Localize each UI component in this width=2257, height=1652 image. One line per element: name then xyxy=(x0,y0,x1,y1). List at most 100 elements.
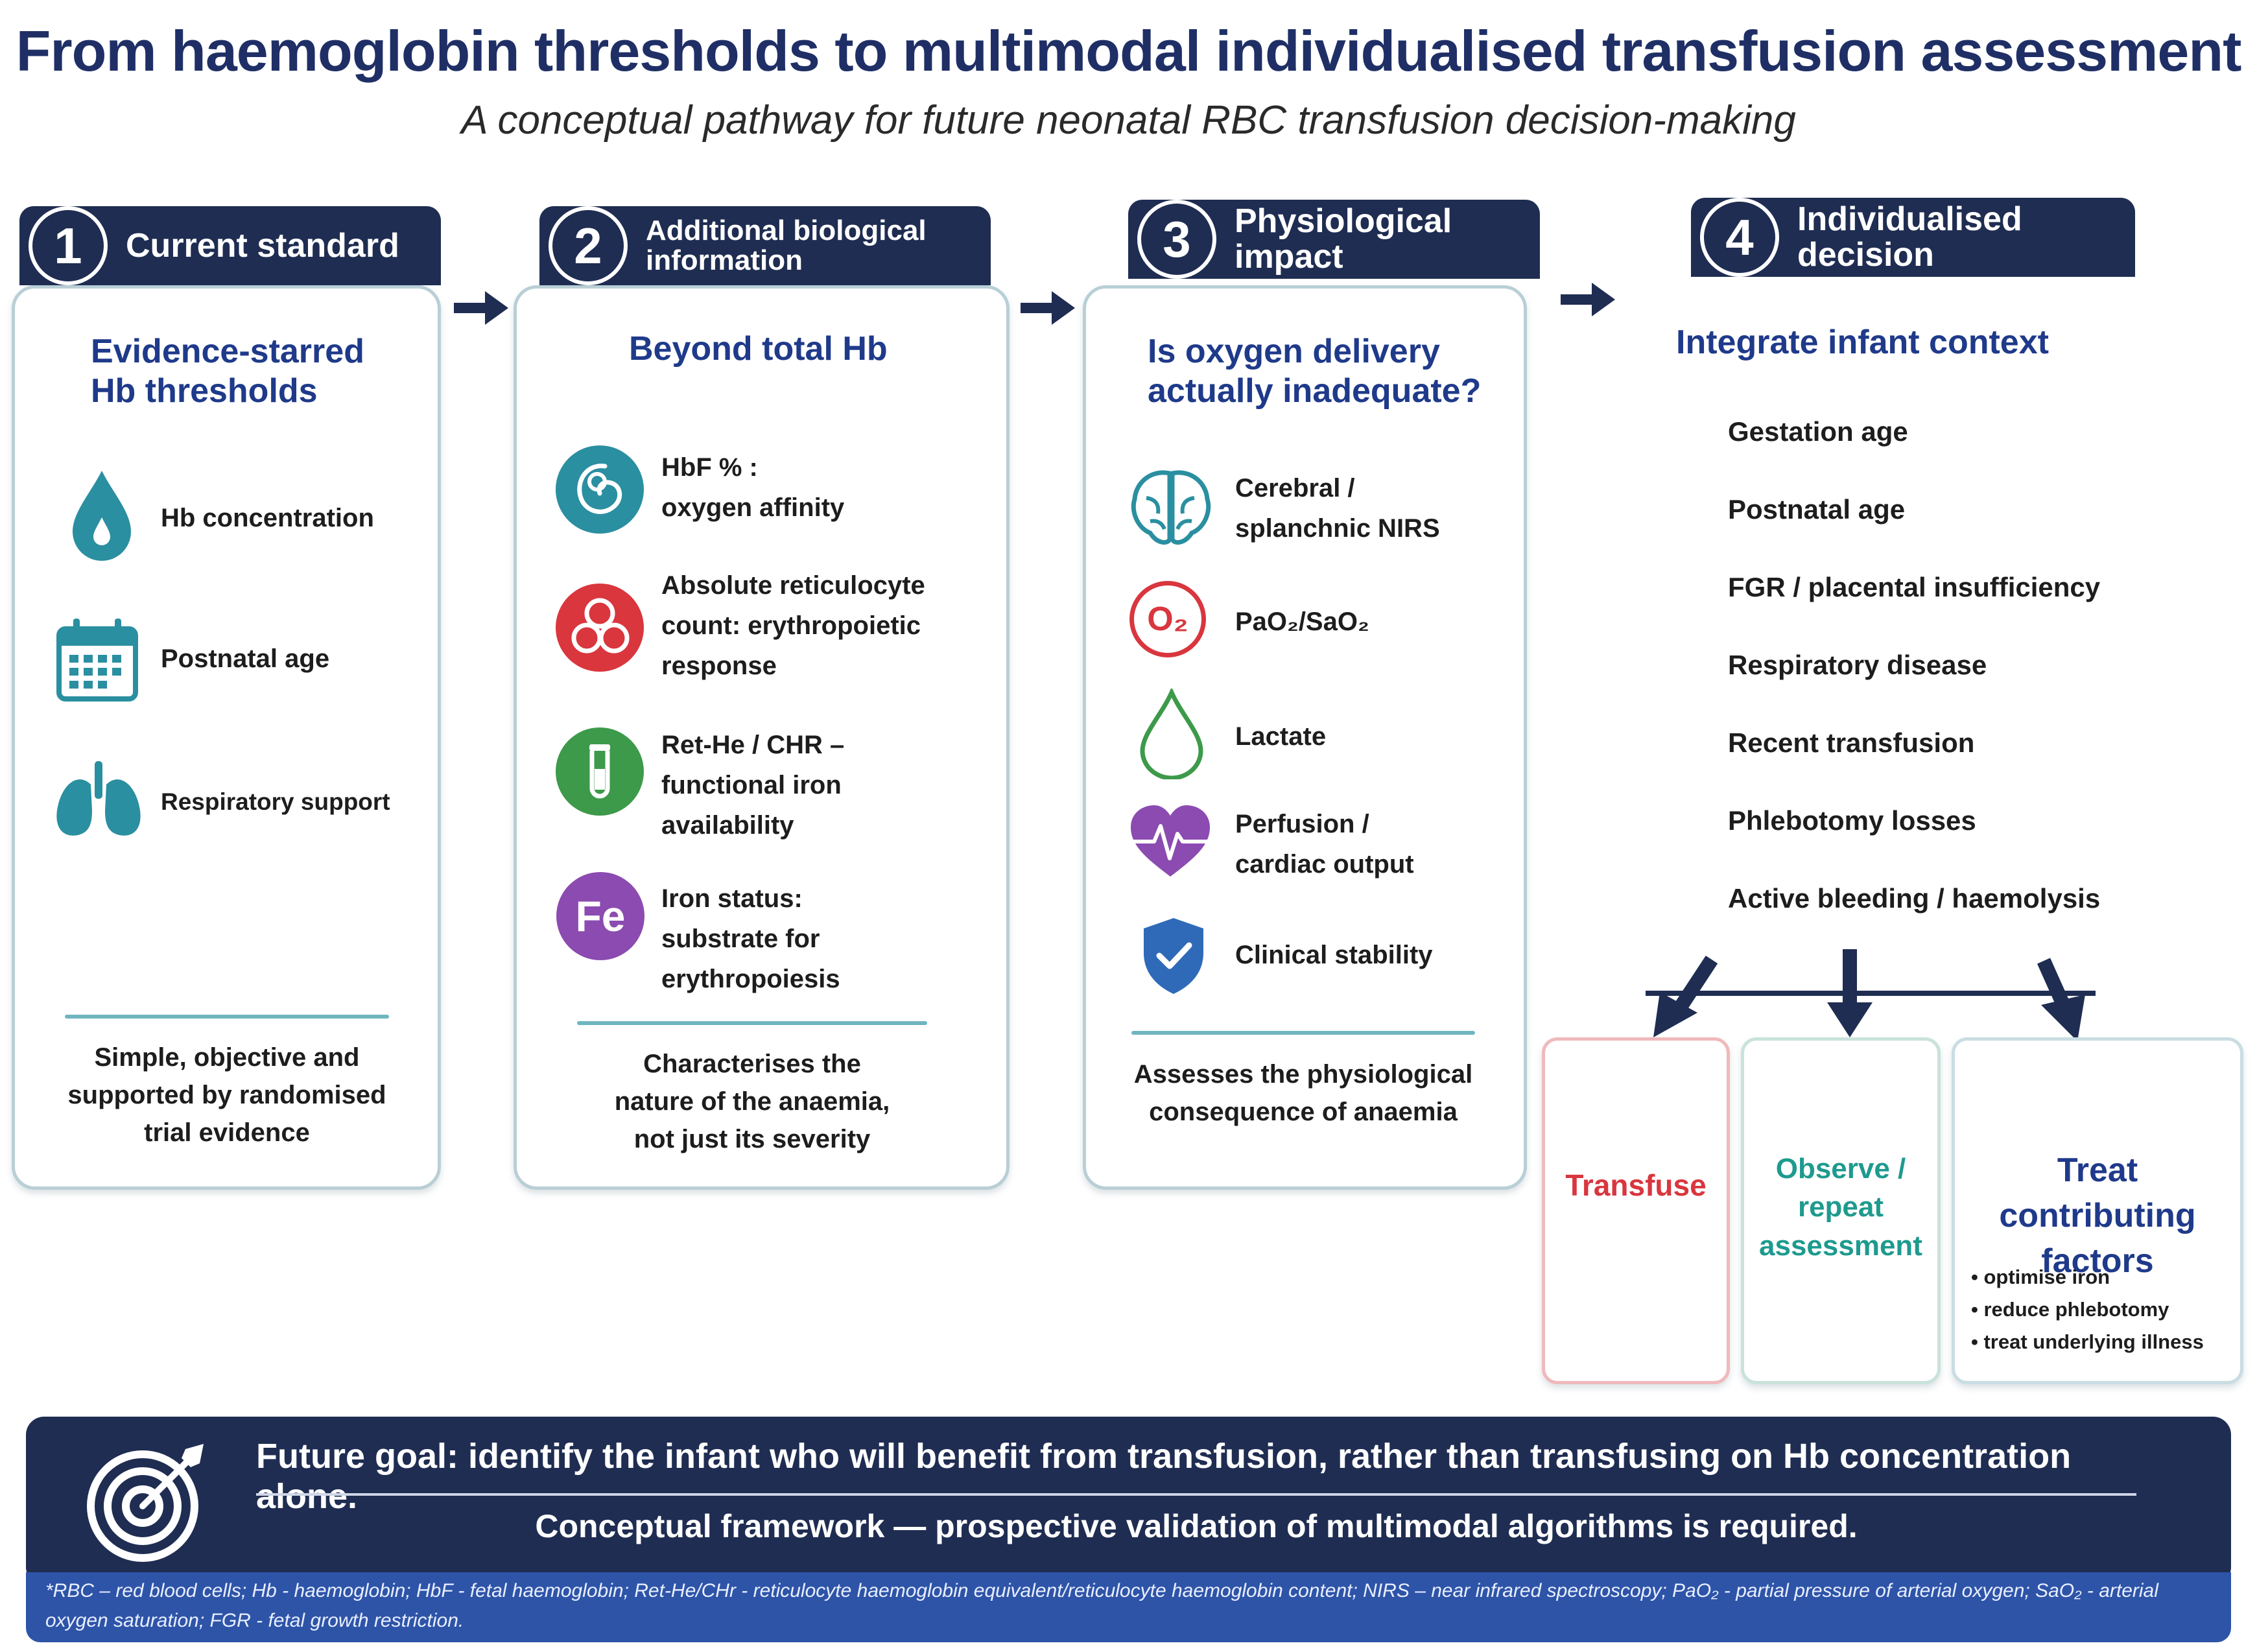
step-2-label-line-2: information xyxy=(646,244,803,276)
step-2-header: 2 Additional biological information xyxy=(539,206,991,285)
step-3-footer-line-1: Assesses the physiological xyxy=(1133,1060,1473,1089)
brain-icon xyxy=(1131,470,1211,545)
step-2-item-2-line-1: Absolute reticulocyte xyxy=(661,571,925,600)
calendar-icon xyxy=(56,619,138,702)
step-1-footer-line-1: Simple, objective and xyxy=(94,1043,360,1072)
step-4-number: 4 xyxy=(1700,198,1779,277)
step-2-item-4-line-3: erythropoiesis xyxy=(661,965,840,993)
step-2-item-2-line-3: response xyxy=(661,652,777,680)
step-2-item-4-line-2: substrate for xyxy=(661,925,820,953)
treat-bullet: treat underlying illness xyxy=(1971,1326,2203,1358)
step-3-card-title-line-1: Is oxygen delivery xyxy=(1148,333,1440,370)
flow-arrow-2 xyxy=(1021,291,1075,325)
step-3-header: 3 Physiological impact xyxy=(1128,200,1540,279)
step-1-footer: Simple, objective and supported by rando… xyxy=(19,1039,434,1151)
step-1-item-3: Respiratory support xyxy=(161,788,390,815)
lactate-drop-icon xyxy=(1140,689,1203,779)
treat-bullet: reduce phlebotomy xyxy=(1971,1293,2204,1326)
page-subtitle: A conceptual pathway for future neonatal… xyxy=(461,98,1796,143)
goal-main-text: Future goal: identify the infant who wil… xyxy=(256,1437,2072,1516)
step-1-header: 1 Current standard xyxy=(19,206,441,285)
step-3-item-4: Perfusion / cardiac output xyxy=(1235,804,1414,884)
outcome-transfuse: Transfuse xyxy=(1542,1037,1730,1384)
target-arrow-icon xyxy=(87,1444,204,1562)
shield-check-icon xyxy=(1144,918,1203,994)
context-item-6: Phlebotomy losses xyxy=(1728,805,1976,836)
step-1-item-1: Hb concentration xyxy=(161,504,374,532)
context-item-4: Respiratory disease xyxy=(1728,650,1987,680)
step-2-item-3-line-1: Ret-He / CHR – xyxy=(661,731,845,759)
page-title: From haemoglobin thresholds to multimoda… xyxy=(16,19,2242,83)
step-3-footer-line-2: consequence of anaemia xyxy=(1149,1098,1458,1126)
abbreviations-footnote: *RBC – red blood cells; Hb - haemoglobin… xyxy=(26,1572,2231,1642)
step-3-item-1-line-1: Cerebral / xyxy=(1235,474,1355,502)
step-2-item-1: HbF % : oxygen affinity xyxy=(661,447,844,528)
context-item-1: Gestation age xyxy=(1728,416,1908,447)
step-2-divider xyxy=(577,1021,927,1025)
step-2-footer-line-3: not just its severity xyxy=(633,1125,871,1153)
step-4-card-title: Integrate infant context xyxy=(1676,324,2049,361)
step-3-item-4-line-2: cardiac output xyxy=(1235,850,1414,879)
step-2-item-2: Absolute reticulocyte count: erythropoie… xyxy=(661,565,925,686)
step-1-card xyxy=(12,285,441,1190)
step-2-label-line-1: Additional biological xyxy=(646,214,927,246)
step-2-footer-line-1: Characterises the xyxy=(643,1050,861,1078)
context-item-2: Postnatal age xyxy=(1728,494,1906,525)
step-3-card xyxy=(1083,285,1527,1190)
step-2-item-3-line-3: availability xyxy=(661,811,794,840)
step-3-card-title: Is oxygen delivery actually inadequate? xyxy=(1148,332,1481,412)
context-item-5: Recent transfusion xyxy=(1728,727,1975,758)
step-3-item-1: Cerebral / splanchnic NIRS xyxy=(1235,468,1440,549)
step-2-number: 2 xyxy=(549,206,628,285)
step-1-number: 1 xyxy=(29,206,108,285)
step-2-item-4-line-1: Iron status: xyxy=(661,884,803,913)
step-4-header: 4 Individualised decision xyxy=(1691,198,2135,277)
test-tube-icon xyxy=(556,727,644,816)
step-1-card-title: Evidence-starred Hb thresholds xyxy=(91,332,364,412)
outcome-transfuse-label: Transfuse xyxy=(1565,1168,1707,1202)
oxygen-icon: O₂ xyxy=(1129,581,1206,657)
step-1-item-2: Postnatal age xyxy=(161,644,330,673)
step-3-number: 3 xyxy=(1137,200,1216,279)
step-2-card-title: Beyond total Hb xyxy=(629,330,888,368)
step-3-footer: Assesses the physiological consequence o… xyxy=(1089,1056,1517,1131)
fetus-icon xyxy=(556,445,644,534)
step-2-footer: Characterises the nature of the anaemia,… xyxy=(519,1045,986,1158)
step-3-item-1-line-2: splanchnic NIRS xyxy=(1235,514,1440,543)
treat-bullet: optimise iron xyxy=(1971,1261,2204,1293)
step-2-item-3-line-2: functional iron xyxy=(661,771,842,799)
step-2-item-2-line-2: count: erythropoietic xyxy=(661,611,921,640)
context-item-7: Active bleeding / haemolysis xyxy=(1728,883,2101,914)
step-2-item-1-line-1: HbF % : xyxy=(661,453,758,482)
step-1-label: Current standard xyxy=(126,226,399,265)
step-3-item-5: Clinical stability xyxy=(1235,941,1433,969)
step-2-label: Additional biological information xyxy=(646,214,927,276)
step-1-card-title-line-1: Evidence-starred xyxy=(91,333,364,370)
outcome-observe-line-2: repeat xyxy=(1797,1191,1884,1223)
iron-symbol: Fe xyxy=(575,892,626,940)
flow-arrow-1 xyxy=(454,291,508,325)
step-2-item-1-line-2: oxygen affinity xyxy=(661,493,845,522)
step-1-footer-line-2: supported by randomised xyxy=(67,1081,386,1109)
step-1-footer-line-3: trial evidence xyxy=(144,1118,310,1147)
treat-bullet-list: optimise iron reduce phlebotomy treat un… xyxy=(1971,1261,2204,1358)
heart-pulse-icon xyxy=(1131,805,1210,877)
outcome-observe: Observe / repeat assessment xyxy=(1741,1037,1941,1384)
step-3-item-3: Lactate xyxy=(1235,722,1327,751)
step-2-item-3: Ret-He / CHR – functional iron availabil… xyxy=(661,725,844,845)
flow-arrow-3 xyxy=(1561,283,1615,316)
goal-sub-text: Conceptual framework — prospective valid… xyxy=(535,1508,1858,1544)
step-3-item-2: PaO₂/SaO₂ xyxy=(1235,608,1369,636)
iron-icon: Fe xyxy=(556,872,644,960)
step-3-label: Physiological impact xyxy=(1235,202,1452,276)
step-1-divider xyxy=(65,1015,389,1019)
context-item-3: FGR / placental insufficiency xyxy=(1728,572,2101,602)
outcome-observe-line-1: Observe / xyxy=(1775,1153,1906,1185)
outcome-observe-line-3: assessment xyxy=(1759,1229,1922,1262)
step-4-label: Individualised decision xyxy=(1797,200,2022,274)
step-3-divider xyxy=(1131,1031,1475,1035)
goal-divider xyxy=(256,1493,2136,1496)
drop-icon xyxy=(73,471,131,561)
lungs-icon xyxy=(56,761,141,836)
outcome-treat-line-1: Treat contributing xyxy=(1999,1151,2196,1235)
